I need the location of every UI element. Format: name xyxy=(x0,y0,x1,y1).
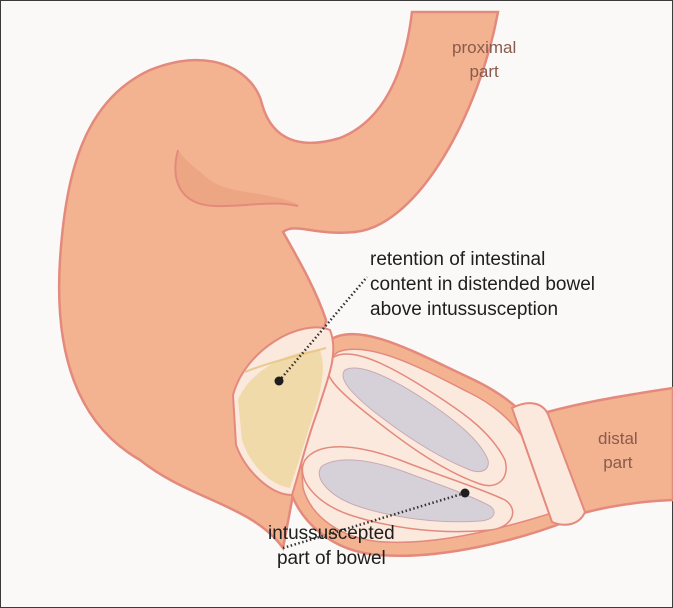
label-proximal-line-1: proximal xyxy=(452,36,516,60)
label-retention-line-1: retention of intestinal xyxy=(370,247,595,272)
label-distal-line-2: part xyxy=(598,451,638,475)
label-retention-line-2: content in distended bowel xyxy=(370,272,595,297)
label-intussuscepted-part: intussuscepted part of bowel xyxy=(268,521,395,571)
label-intussuscepted-line-2: part of bowel xyxy=(268,546,395,571)
label-intussuscepted-line-1: intussuscepted xyxy=(268,521,395,546)
label-distal-part: distal part xyxy=(598,427,638,475)
label-retention-of-content: retention of intestinal content in diste… xyxy=(370,247,595,322)
leader-dot-retention xyxy=(275,377,284,386)
label-distal-line-1: distal xyxy=(598,427,638,451)
label-proximal-part: proximal part xyxy=(452,36,516,84)
label-proximal-line-2: part xyxy=(452,60,516,84)
label-retention-line-3: above intussusception xyxy=(370,297,595,322)
leader-dot-intussuscepted xyxy=(461,489,470,498)
